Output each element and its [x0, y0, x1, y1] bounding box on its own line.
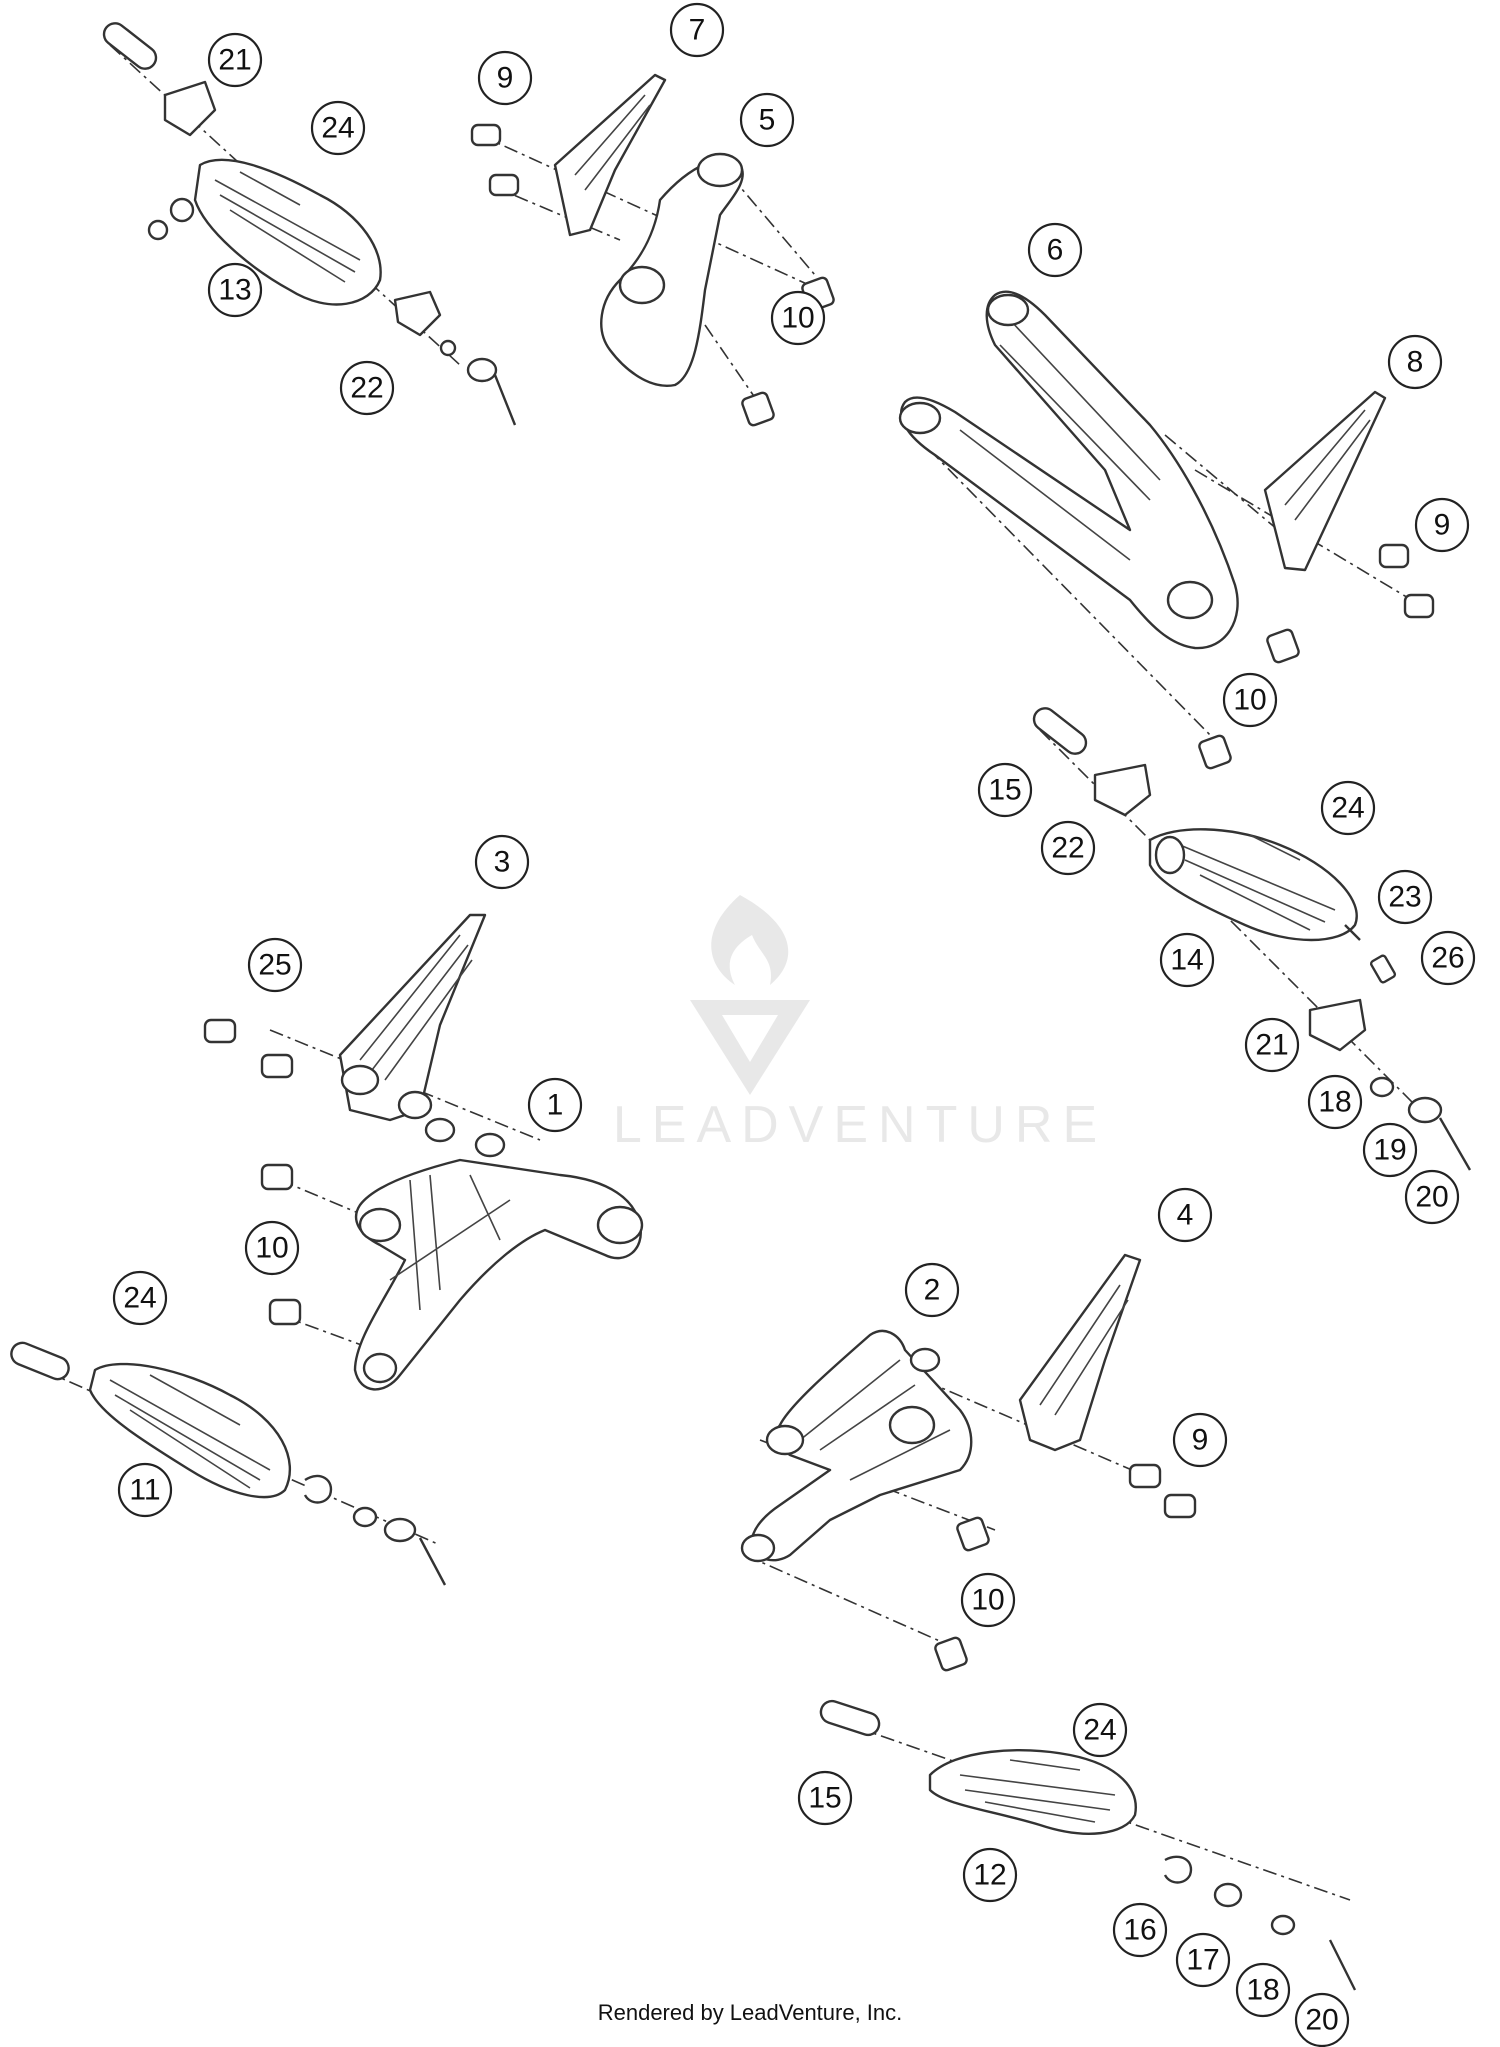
svg-text:10: 10	[1233, 684, 1266, 717]
svg-text:17: 17	[1186, 1944, 1219, 1977]
svg-text:24: 24	[321, 112, 354, 145]
callout-15: 15	[797, 1770, 853, 1826]
callout-17: 17	[1175, 1932, 1231, 1988]
callout-3: 3	[474, 834, 530, 890]
svg-text:24: 24	[123, 1282, 156, 1315]
callout-7: 7	[669, 2, 725, 58]
callout-21: 21	[207, 32, 263, 88]
callout-9: 9	[1172, 1412, 1228, 1468]
svg-text:21: 21	[218, 44, 251, 77]
svg-text:5: 5	[759, 104, 776, 137]
footrest-assembly-left	[10, 1341, 447, 1586]
callout-9: 9	[1414, 497, 1470, 553]
footer-credit: Rendered by LeadVenture, Inc.	[597, 2000, 903, 2025]
callout-15: 15	[977, 762, 1033, 818]
svg-text:19: 19	[1373, 1134, 1406, 1167]
callout-11: 11	[117, 1462, 173, 1518]
callout-6: 6	[1027, 222, 1083, 278]
callout-24: 24	[310, 100, 366, 156]
bracket-assembly-center-left	[203, 913, 644, 1391]
callout-25: 25	[247, 937, 303, 993]
svg-text:15: 15	[988, 774, 1021, 807]
watermark: LEADVENTURE	[613, 895, 1107, 1154]
bracket-assembly-top-center	[470, 73, 835, 427]
svg-text:20: 20	[1305, 2004, 1338, 2037]
callout-24: 24	[1320, 780, 1376, 836]
callout-12: 12	[962, 1847, 1018, 1903]
callout-10: 10	[1222, 672, 1278, 728]
callout-24: 24	[112, 1270, 168, 1326]
svg-text:9: 9	[1434, 509, 1451, 542]
callout-20: 20	[1404, 1169, 1460, 1225]
callout-10: 10	[960, 1572, 1016, 1628]
callout-18: 18	[1235, 1962, 1291, 2018]
svg-text:9: 9	[1192, 1424, 1209, 1457]
callout-10: 10	[244, 1220, 300, 1276]
callout-26: 26	[1420, 930, 1476, 986]
callout-9: 9	[477, 50, 533, 106]
callout-13: 13	[207, 262, 263, 318]
callout-24: 24	[1072, 1702, 1128, 1758]
callout-21: 21	[1244, 1017, 1300, 1073]
svg-text:6: 6	[1047, 234, 1064, 267]
svg-text:22: 22	[1051, 832, 1084, 865]
svg-text:23: 23	[1388, 881, 1421, 914]
svg-text:8: 8	[1407, 346, 1424, 379]
callout-14: 14	[1159, 932, 1215, 988]
svg-text:7: 7	[689, 14, 706, 47]
callout-1: 1	[527, 1077, 583, 1133]
bracket-assembly-bottom-right	[740, 1253, 1197, 1672]
callout-5: 5	[739, 92, 795, 148]
callout-22: 22	[1040, 820, 1096, 876]
svg-text:21: 21	[1255, 1029, 1288, 1062]
svg-text:22: 22	[350, 372, 383, 405]
svg-text:15: 15	[808, 1782, 841, 1815]
callout-16: 16	[1112, 1902, 1168, 1958]
callout-2: 2	[904, 1262, 960, 1318]
footrest-assembly-top-left	[102, 22, 517, 426]
callout-18: 18	[1307, 1074, 1363, 1130]
footrest-assembly-bottom	[819, 1699, 1357, 1991]
callout-22: 22	[339, 360, 395, 416]
footrest-assembly-right	[1032, 707, 1472, 1171]
svg-text:26: 26	[1431, 942, 1464, 975]
svg-text:18: 18	[1318, 1086, 1351, 1119]
svg-text:9: 9	[497, 62, 514, 95]
svg-text:4: 4	[1177, 1199, 1194, 1232]
watermark-chevron-icon	[690, 1000, 810, 1095]
watermark-text: LEADVENTURE	[613, 1096, 1107, 1154]
svg-text:16: 16	[1123, 1914, 1156, 1947]
watermark-flame-icon	[711, 895, 789, 985]
svg-text:10: 10	[255, 1232, 288, 1265]
svg-text:3: 3	[494, 846, 511, 879]
svg-text:12: 12	[973, 1859, 1006, 1892]
svg-text:13: 13	[218, 274, 251, 307]
callout-20: 20	[1294, 1992, 1350, 2047]
callout-10: 10	[770, 290, 826, 346]
svg-text:1: 1	[547, 1089, 564, 1122]
svg-text:2: 2	[924, 1274, 941, 1307]
callout-23: 23	[1377, 869, 1433, 925]
callout-8: 8	[1387, 334, 1443, 390]
bracket-assembly-top-right	[898, 290, 1435, 770]
svg-text:10: 10	[781, 302, 814, 335]
svg-text:10: 10	[971, 1584, 1004, 1617]
svg-text:24: 24	[1083, 1714, 1116, 1747]
svg-text:20: 20	[1415, 1181, 1448, 1214]
svg-text:24: 24	[1331, 792, 1364, 825]
callout-4: 4	[1157, 1187, 1213, 1243]
svg-text:25: 25	[258, 949, 291, 982]
svg-text:11: 11	[129, 1474, 160, 1507]
svg-text:14: 14	[1170, 944, 1203, 977]
callout-19: 19	[1362, 1122, 1418, 1178]
svg-text:18: 18	[1246, 1974, 1279, 2007]
